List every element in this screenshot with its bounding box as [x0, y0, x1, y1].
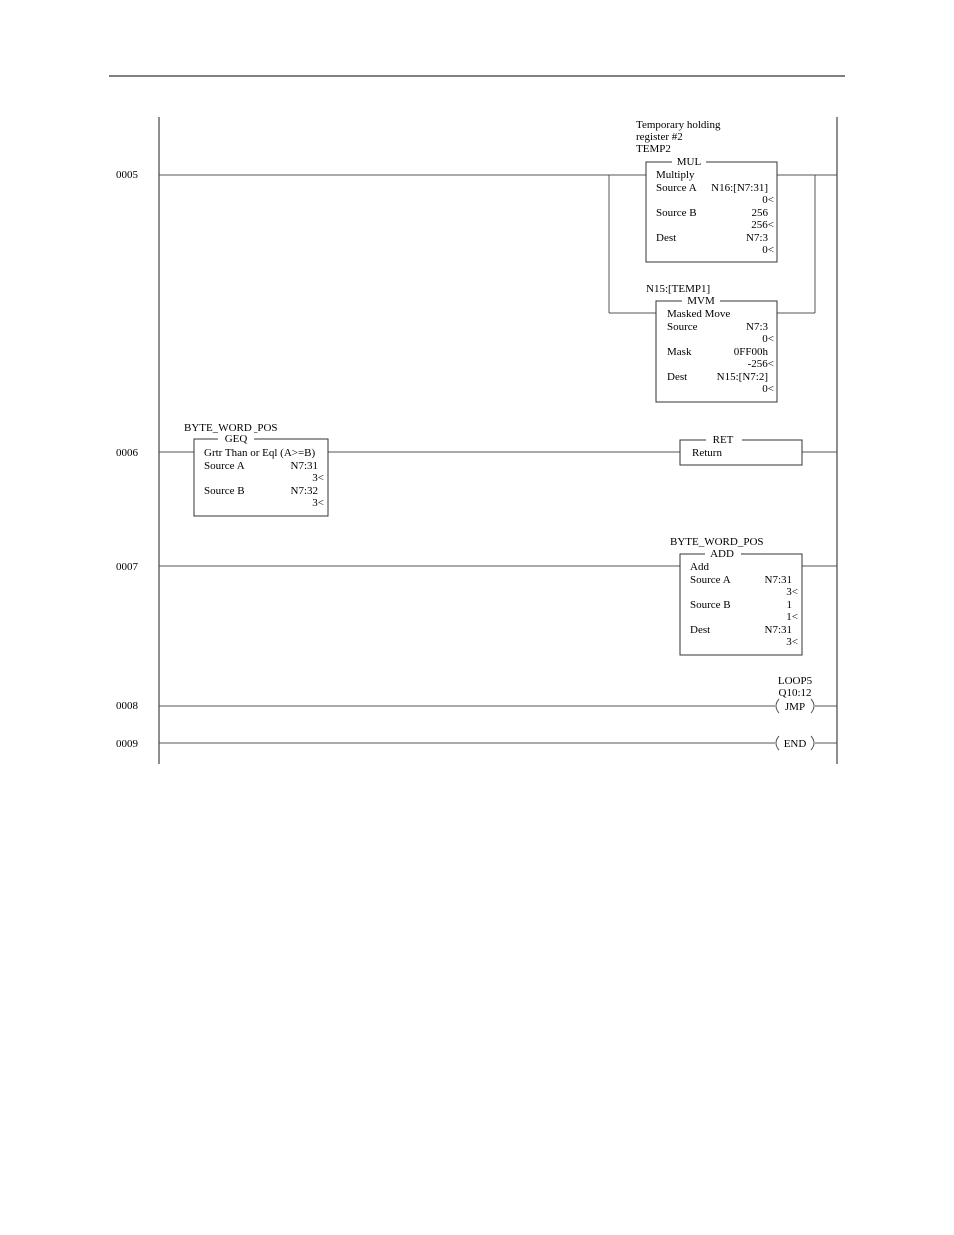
mul-source-b-value: 256< [751, 219, 774, 231]
mul-source-a-address: N16:[N7:31] [711, 182, 768, 194]
mul-mnemonic: MUL [677, 156, 702, 168]
add-title-gap [705, 547, 741, 559]
geq-title-gap [218, 432, 254, 444]
jmp-instruction[interactable]: LOOP5 Q10:12 JMP [775, 675, 815, 714]
add-dest-address: N7:31 [765, 624, 793, 636]
mvm-source-label: Source [667, 321, 698, 333]
mul-box [645, 161, 778, 263]
geq-source-b-label: Source B [204, 485, 245, 497]
jmp-mnemonic: JMP [785, 701, 805, 713]
geq-source-a-label: Source A [204, 460, 245, 472]
rung-0008: LOOP5 Q10:12 JMP [159, 675, 837, 714]
mvm-dest-address: N15:[N7:2] [717, 371, 768, 383]
mul-dest-value: 0< [762, 244, 774, 256]
rung-0006: BYTE_WORD_POS GEQ Grtr Than or Eql (A>=B… [159, 422, 837, 517]
rung-number-0009: 0009 [116, 738, 139, 750]
ret-mnemonic: RET [713, 434, 734, 446]
mvm-mask-value: -256< [748, 358, 774, 370]
mvm-comment: N15:[TEMP1] [646, 283, 710, 295]
mul-source-b-address: 256 [752, 207, 769, 219]
jmp-comment: LOOP5 [778, 675, 813, 687]
rung-number-0007: 0007 [116, 561, 139, 573]
mul-source-a-value: 0< [762, 194, 774, 206]
mul-comment-line3: TEMP2 [636, 143, 671, 155]
mvm-title: Masked Move [667, 308, 730, 320]
mvm-mask-address: 0FF00h [734, 346, 769, 358]
add-source-b-label: Source B [690, 599, 731, 611]
add-source-b-address: 1 [787, 599, 793, 611]
add-source-a-value: 3< [786, 586, 798, 598]
ret-instruction[interactable]: RET Return [679, 433, 803, 466]
end-mnemonic: END [784, 738, 807, 750]
mul-dest-label: Dest [656, 232, 676, 244]
geq-mnemonic: GEQ [225, 433, 248, 445]
mvm-source-value: 0< [762, 333, 774, 345]
rung-0009: END [159, 735, 837, 751]
rung-number-0005: 0005 [116, 169, 139, 181]
mul-source-b-label: Source B [656, 207, 697, 219]
mul-title-gap [672, 155, 706, 167]
mvm-mask-label: Mask [667, 346, 692, 358]
add-box [679, 553, 803, 656]
geq-source-a-address: N7:31 [291, 460, 319, 472]
ret-title: Return [692, 447, 722, 459]
mul-instruction[interactable]: Temporary holding register #2 TEMP2 MUL … [636, 119, 778, 263]
geq-title: Grtr Than or Eql (A>=B) [204, 447, 316, 459]
mvm-source-address: N7:3 [746, 321, 769, 333]
ret-title-gap [706, 433, 742, 445]
mvm-dest-label: Dest [667, 371, 687, 383]
add-dest-label: Dest [690, 624, 710, 636]
geq-instruction[interactable]: BYTE_WORD_POS GEQ Grtr Than or Eql (A>=B… [184, 422, 329, 517]
add-source-a-address: N7:31 [765, 574, 793, 586]
rung-number-0008: 0008 [116, 700, 139, 712]
mvm-dest-value: 0< [762, 383, 774, 395]
add-dest-value: 3< [786, 636, 798, 648]
add-instruction[interactable]: BYTE_WORD_POS ADD Add Source A N7:31 3< … [670, 536, 803, 656]
rung-0007: BYTE_WORD_POS ADD Add Source A N7:31 3< … [159, 536, 837, 656]
add-title: Add [690, 561, 709, 573]
geq-source-a-value: 3< [312, 472, 324, 484]
add-source-a-label: Source A [690, 574, 731, 586]
mul-title: Multiply [656, 169, 695, 181]
mvm-title-gap [682, 294, 720, 306]
mul-comment-line2: register #2 [636, 131, 683, 143]
add-mnemonic: ADD [710, 548, 734, 560]
mvm-box [655, 300, 778, 403]
mul-comment-line1: Temporary holding [636, 119, 721, 131]
jmp-coil-left-arc [775, 698, 780, 714]
geq-source-b-value: 3< [312, 497, 324, 509]
end-instruction[interactable]: END [775, 735, 815, 751]
mvm-instruction[interactable]: N15:[TEMP1] MVM Masked Move Source N7:3 … [646, 283, 778, 403]
mul-source-a-label: Source A [656, 182, 697, 194]
rung-0005: Temporary holding register #2 TEMP2 MUL … [159, 119, 837, 403]
rung-number-0006: 0006 [116, 447, 139, 459]
geq-comment: BYTE_WORD_POS [184, 422, 278, 434]
add-comment: BYTE_WORD_POS [670, 536, 764, 548]
add-source-b-value: 1< [786, 611, 798, 623]
end-coil-right-arc [810, 735, 815, 751]
mvm-mnemonic: MVM [687, 295, 715, 307]
end-coil-left-arc [775, 735, 780, 751]
mul-dest-address: N7:3 [746, 232, 769, 244]
jmp-address: Q10:12 [779, 687, 812, 699]
jmp-coil-right-arc [810, 698, 815, 714]
geq-box [193, 438, 329, 517]
geq-source-b-address: N7:32 [291, 485, 319, 497]
